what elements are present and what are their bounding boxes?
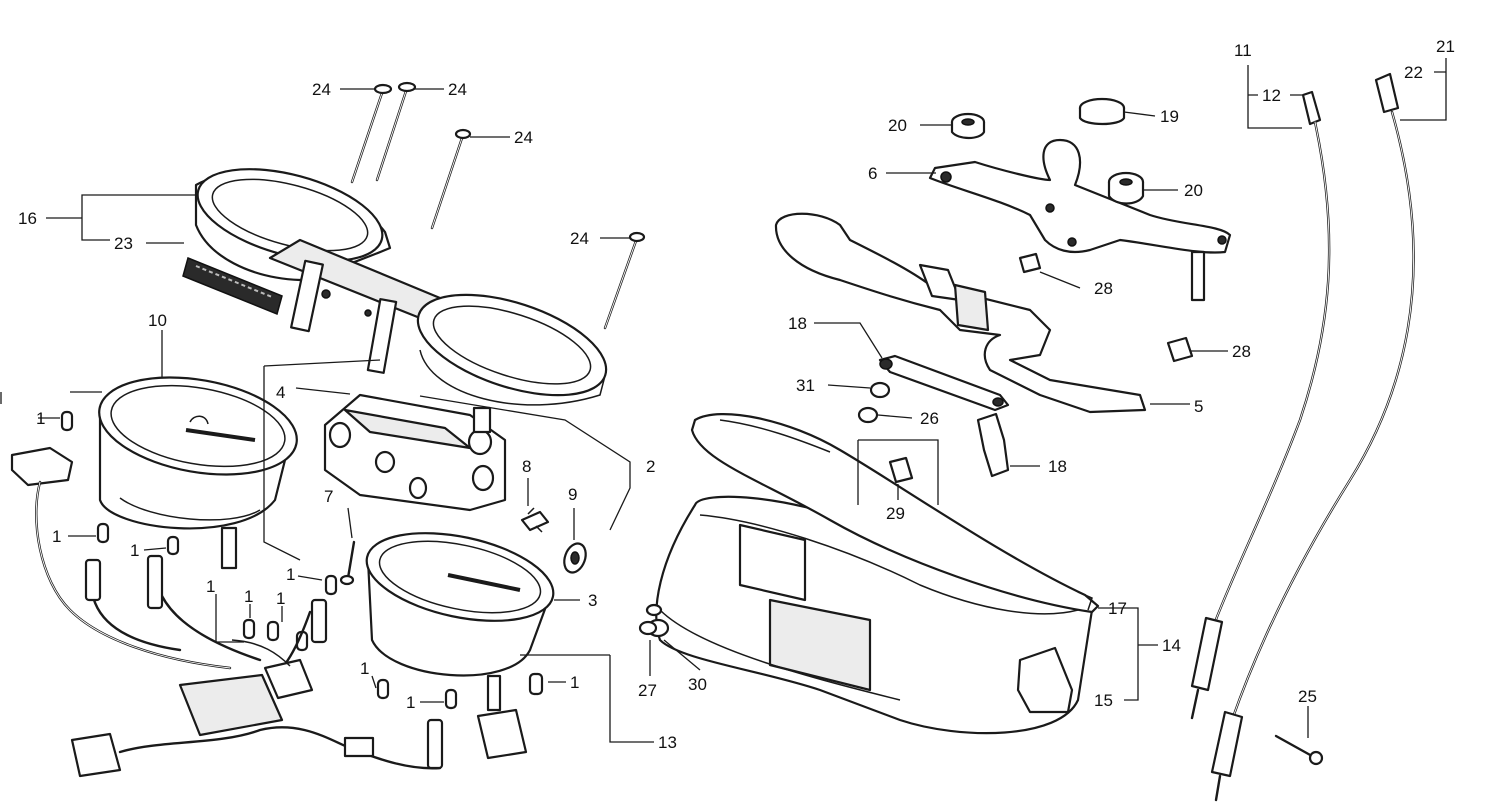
callout-label: 25 bbox=[1298, 687, 1317, 706]
screw-part-24 bbox=[430, 128, 472, 230]
callout-label: 10 bbox=[148, 311, 167, 330]
callout-label: 15 bbox=[1094, 691, 1113, 710]
nut-part-31 bbox=[869, 381, 891, 399]
callout-label: 1 bbox=[52, 527, 61, 546]
callout-label: 26 bbox=[920, 409, 939, 428]
leader-lines bbox=[0, 58, 1447, 743]
callout-label: 3 bbox=[588, 591, 597, 610]
callout-label: 1 bbox=[130, 541, 139, 560]
callout-label: 21 bbox=[1436, 37, 1455, 56]
callout-label: 1 bbox=[36, 409, 45, 428]
grommet-part-20 bbox=[950, 112, 986, 140]
bulb-part-1 bbox=[444, 688, 458, 710]
screw-part-25 bbox=[1274, 734, 1324, 766]
callout-label: 29 bbox=[886, 504, 905, 523]
callout-label: 1 bbox=[206, 577, 215, 596]
callout-label: 23 bbox=[114, 234, 133, 253]
callout-label: 1 bbox=[570, 673, 579, 692]
callout-label: 1 bbox=[360, 659, 369, 678]
screw-part-24 bbox=[350, 83, 393, 184]
bulb-part-1 bbox=[266, 620, 280, 642]
screw-part-24 bbox=[375, 81, 417, 182]
strap-part-18 bbox=[878, 354, 1010, 412]
nut-part-27 bbox=[638, 603, 663, 636]
lower-case-part-14 bbox=[655, 495, 1094, 735]
bulb-part-1 bbox=[242, 618, 256, 640]
grommet-part-20 bbox=[1107, 171, 1145, 205]
callout-label: 9 bbox=[568, 485, 577, 504]
bulb-part-1 bbox=[324, 574, 338, 596]
bulb-part-1 bbox=[166, 535, 180, 556]
screw-part-24-group bbox=[350, 81, 646, 330]
callout-label: 14 bbox=[1162, 636, 1181, 655]
screw-part-24 bbox=[603, 231, 646, 330]
callout-label: 18 bbox=[1048, 457, 1067, 476]
callout-label: 2 bbox=[646, 457, 655, 476]
nut-part-26 bbox=[857, 406, 879, 424]
callout-label: 7 bbox=[324, 487, 333, 506]
speedometer-part-10 bbox=[98, 376, 298, 570]
callout-label: 17 bbox=[1108, 599, 1127, 618]
callout-label: 1 bbox=[276, 589, 285, 608]
callout-label: 27 bbox=[638, 681, 657, 700]
callout-label: 16 bbox=[18, 209, 37, 228]
callout-label: 24 bbox=[448, 80, 467, 99]
bulb-part-1 bbox=[60, 410, 74, 432]
callout-label: 1 bbox=[244, 587, 253, 606]
speedometer-cable-part-21 bbox=[1210, 72, 1415, 802]
meter-case-part-16 bbox=[194, 168, 608, 406]
callout-label: 24 bbox=[570, 229, 589, 248]
callout-label: 20 bbox=[888, 116, 907, 135]
bulbs-part-1-group bbox=[60, 410, 544, 710]
nut-part-28 bbox=[1166, 336, 1194, 363]
callout-label: 1 bbox=[286, 565, 295, 584]
callout-label: 28 bbox=[1094, 279, 1113, 298]
bulb-part-1 bbox=[528, 672, 544, 696]
callout-label: 30 bbox=[688, 675, 707, 694]
emblem-part-23 bbox=[182, 256, 283, 316]
callout-label: 1 bbox=[406, 693, 415, 712]
callout-label: 22 bbox=[1404, 63, 1423, 82]
callout-label: 28 bbox=[1232, 342, 1251, 361]
callout-label: 19 bbox=[1160, 107, 1179, 126]
reflector-part-15 bbox=[1016, 646, 1074, 714]
bulb-part-1 bbox=[96, 522, 110, 544]
callout-label: 5 bbox=[1194, 397, 1203, 416]
callout-label: 13 bbox=[658, 733, 677, 752]
callout-label: 11 bbox=[1234, 41, 1252, 60]
bracket-part-5 bbox=[774, 212, 1147, 414]
bolt-part-7 bbox=[339, 540, 356, 586]
callout-label: 20 bbox=[1184, 181, 1203, 200]
tachometer-part-3 bbox=[365, 532, 555, 712]
wire-harness-part-13 bbox=[10, 446, 528, 778]
nut-part-29 bbox=[888, 456, 914, 484]
callout-label: 24 bbox=[312, 80, 331, 99]
tachometer-cable-part-11 bbox=[1190, 90, 1331, 720]
callout-labels: 1 1 1 1 1 1 1 1 1 1 2 3 4 5 6 7 8 9 10 1… bbox=[18, 37, 1455, 752]
lens-trim-part-17 bbox=[690, 413, 1100, 614]
washer-part-9 bbox=[563, 542, 587, 574]
strap-part-18 bbox=[976, 412, 1010, 478]
callout-label: 31 bbox=[796, 376, 815, 395]
indicator-housing-part-4 bbox=[323, 393, 507, 512]
callout-label: 24 bbox=[514, 128, 533, 147]
nut-part-28 bbox=[1018, 252, 1042, 274]
callout-label: 12 bbox=[1262, 86, 1281, 105]
grommet-part-19 bbox=[1078, 97, 1126, 126]
callout-label: 8 bbox=[522, 457, 531, 476]
bracket-part-6 bbox=[928, 138, 1232, 302]
callout-label: 18 bbox=[788, 314, 807, 333]
bulb-part-1 bbox=[376, 678, 390, 700]
callout-label: 6 bbox=[868, 164, 877, 183]
clip-part-8 bbox=[520, 507, 550, 533]
callout-label: 4 bbox=[276, 383, 285, 402]
